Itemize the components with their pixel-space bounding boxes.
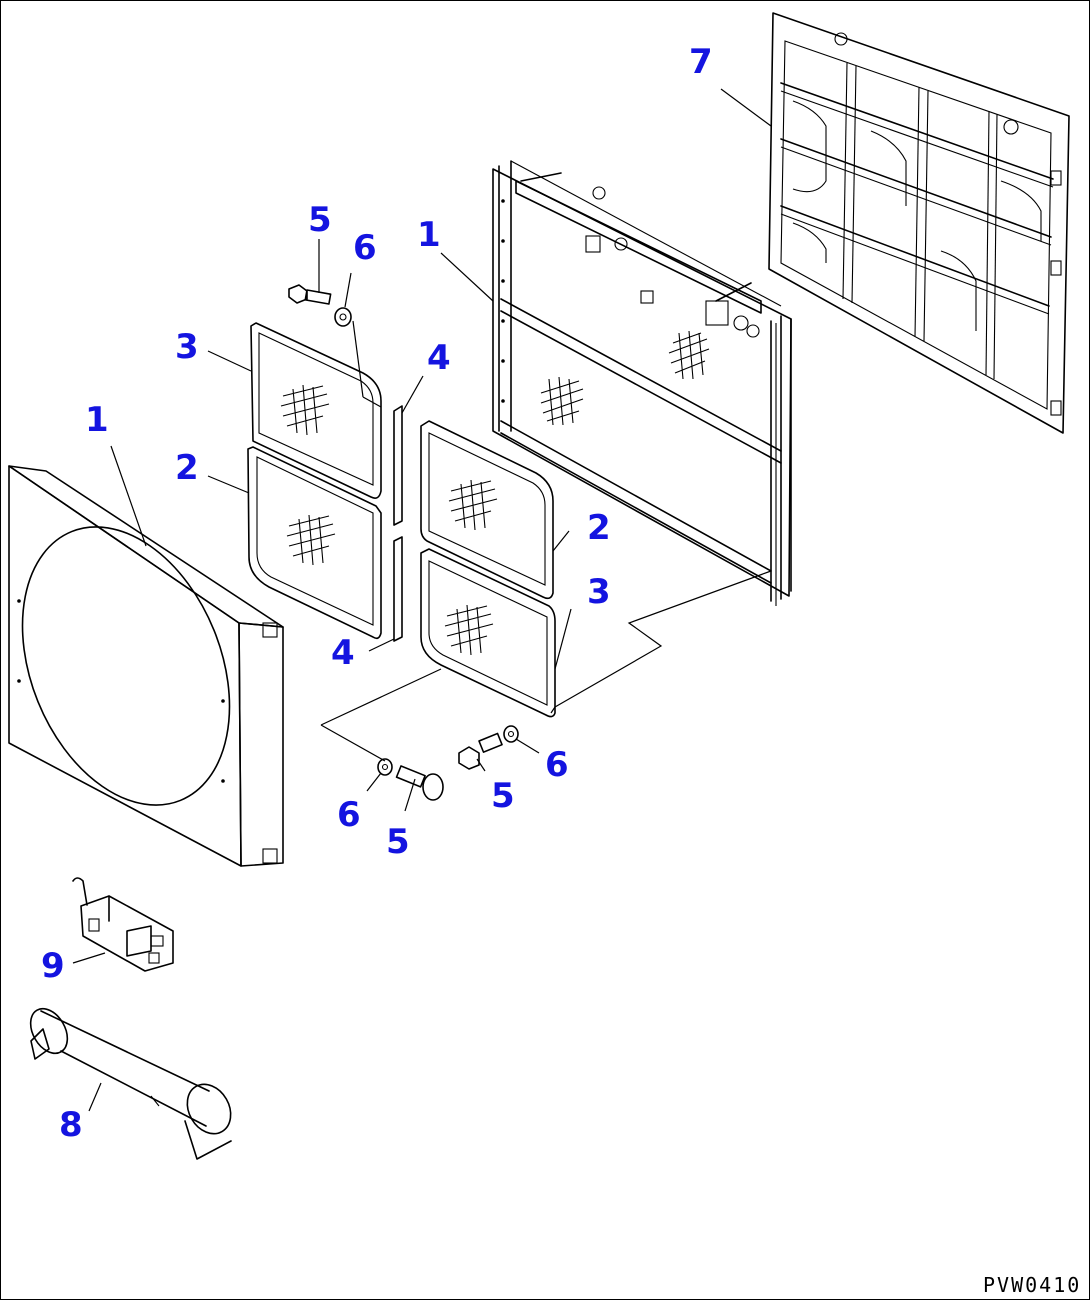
callout-5-top: 5 — [308, 200, 332, 240]
part-9-bracket — [72, 877, 174, 972]
callout-3-left: 3 — [175, 327, 199, 367]
part-1-fan-shroud — [8, 465, 284, 867]
callout-6-bottom: 6 — [337, 795, 361, 835]
callout-1-shroud: 1 — [85, 400, 109, 440]
callout-7: 7 — [689, 42, 713, 82]
callout-4-upper: 4 — [427, 338, 451, 378]
callout-2-left: 2 — [175, 448, 199, 488]
callout-1-frame: 1 — [417, 215, 441, 255]
callout-4-lower: 4 — [331, 633, 355, 673]
callout-6-right: 6 — [545, 745, 569, 785]
part-5-bolt-bottom — [395, 765, 444, 801]
callout-5-middle: 5 — [491, 776, 515, 816]
callout-8: 8 — [59, 1105, 83, 1145]
callout-3-right: 3 — [587, 572, 611, 612]
part-2-upper-right-net — [420, 420, 554, 600]
leader-lines — [72, 88, 772, 1112]
part-6-washer-right — [503, 725, 519, 743]
part-4-upper-strip — [393, 405, 403, 526]
drawing-code: PVW0410 — [983, 1273, 1081, 1297]
callout-2-right: 2 — [587, 508, 611, 548]
part-4-lower-strip — [393, 536, 403, 642]
callout-numbers: 7 1 1 5 6 3 4 2 2 3 4 6 5 6 5 9 8 — [41, 42, 713, 1145]
part-1-radiator-frame — [492, 160, 792, 606]
callout-6-top: 6 — [353, 228, 377, 268]
callout-9: 9 — [41, 946, 65, 986]
part-2-lower-left-net — [247, 446, 382, 640]
part-6-washer-top — [334, 307, 352, 327]
part-3-upper-left-net — [250, 322, 382, 499]
part-5-bolt-middle — [458, 732, 503, 770]
callout-5-bottom: 5 — [386, 822, 410, 862]
part-8-cylinder — [29, 1007, 232, 1160]
part-3-lower-right-net — [420, 548, 556, 718]
part-5-bolt-top — [288, 284, 332, 305]
part-6-washer-bottom — [377, 758, 393, 776]
part-7-guard-grille — [768, 12, 1070, 434]
